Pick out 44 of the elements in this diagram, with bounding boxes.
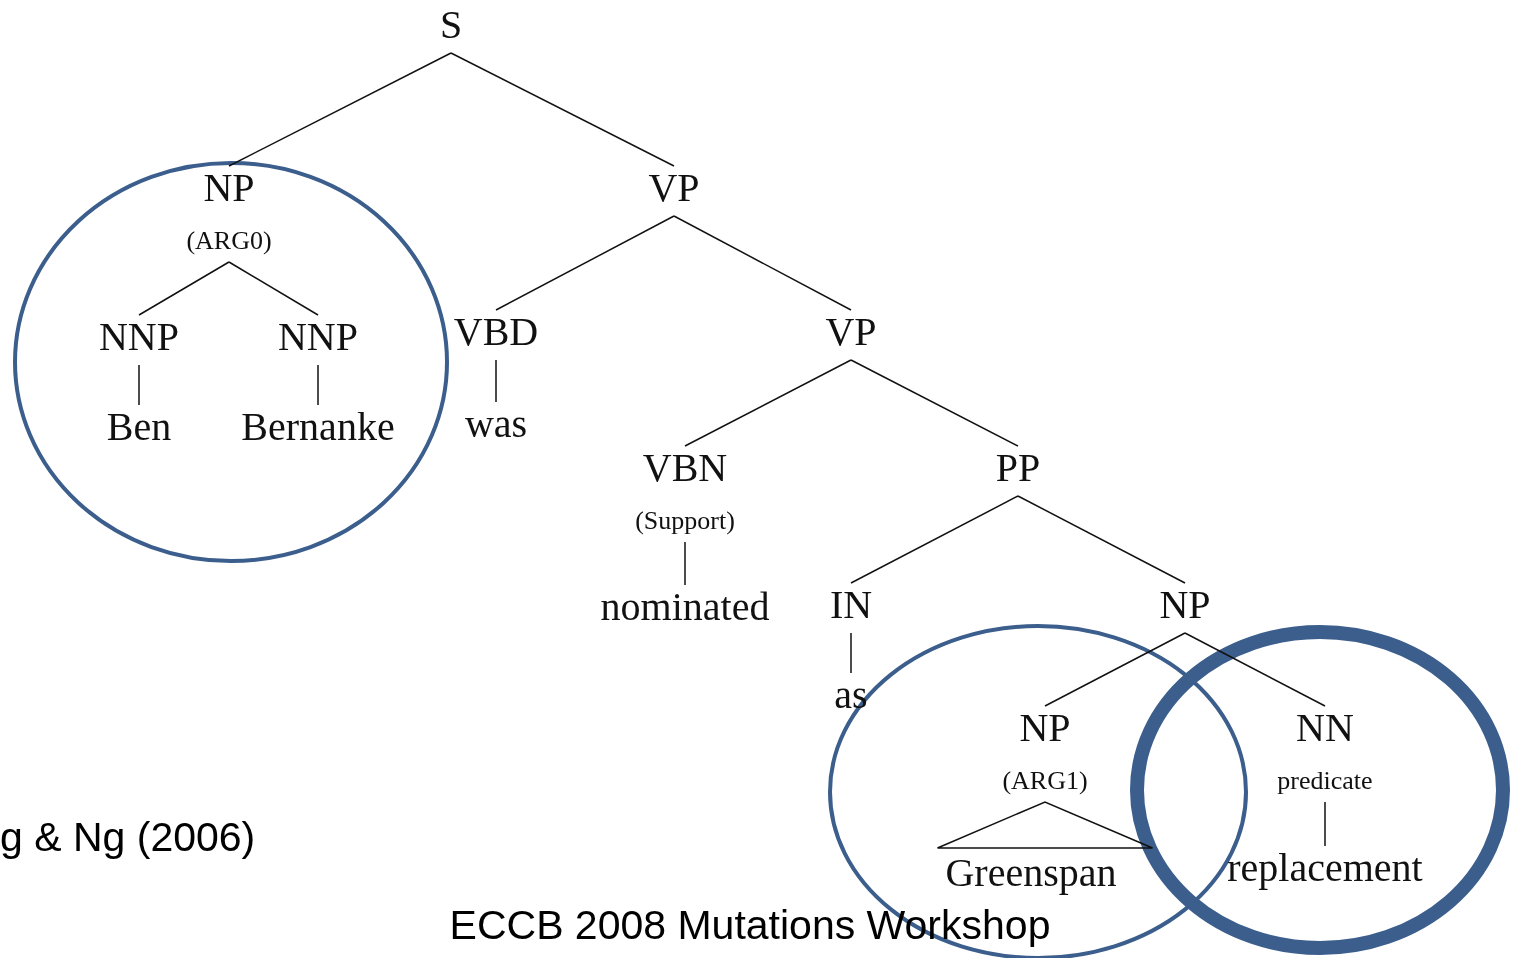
tree-label: S xyxy=(439,5,463,45)
tree-branch xyxy=(317,364,319,406)
tree-branch xyxy=(228,52,452,167)
tree-label: NP xyxy=(1159,585,1211,625)
tree-branch xyxy=(1044,632,1186,707)
tree-label: nominated xyxy=(600,587,770,627)
tree-label: NP xyxy=(203,168,255,208)
tree-label: IN xyxy=(829,585,873,625)
tree-branch xyxy=(684,359,852,447)
tree-branch xyxy=(495,215,675,311)
tree-label: Bernanke xyxy=(241,407,395,447)
tree-label: VBD xyxy=(453,312,539,352)
tree-branch xyxy=(450,52,675,167)
tree-branch xyxy=(1184,632,1326,707)
tree-branch xyxy=(495,359,497,403)
role-annotation: (Support) xyxy=(635,508,735,534)
tree-label: NNP xyxy=(278,317,358,357)
role-annotation: (ARG0) xyxy=(186,228,272,254)
tree-label: VP xyxy=(648,168,700,208)
tree-branch xyxy=(138,364,140,406)
tree-label: was xyxy=(464,404,528,444)
role-annotation: (ARG1) xyxy=(1002,768,1088,794)
tree-label: replacement xyxy=(1227,848,1423,888)
citation-text: g & Ng (2006) xyxy=(0,815,256,859)
tree-branch xyxy=(138,261,230,316)
tree-branch xyxy=(850,632,852,674)
tree-label: NP xyxy=(1019,708,1071,748)
tree-branch xyxy=(684,541,686,586)
tree-branch xyxy=(673,215,852,311)
tree-label: as xyxy=(834,675,868,715)
tree-label: Ben xyxy=(106,407,172,447)
tree-label: NN xyxy=(1296,708,1354,748)
tree-label: VP xyxy=(825,312,877,352)
tree-label: NNP xyxy=(99,317,179,357)
tree-branch xyxy=(1017,495,1186,584)
tree-branch xyxy=(850,495,1019,584)
tree-branch xyxy=(1324,801,1326,847)
role-annotation: predicate xyxy=(1277,768,1373,794)
tree-label: PP xyxy=(995,448,1041,488)
tree-label: VBN xyxy=(642,448,728,488)
tree-label: Greenspan xyxy=(945,853,1117,893)
tree-branch xyxy=(850,359,1019,447)
tree-branch xyxy=(228,261,319,316)
subtree-triangle xyxy=(936,801,1154,849)
